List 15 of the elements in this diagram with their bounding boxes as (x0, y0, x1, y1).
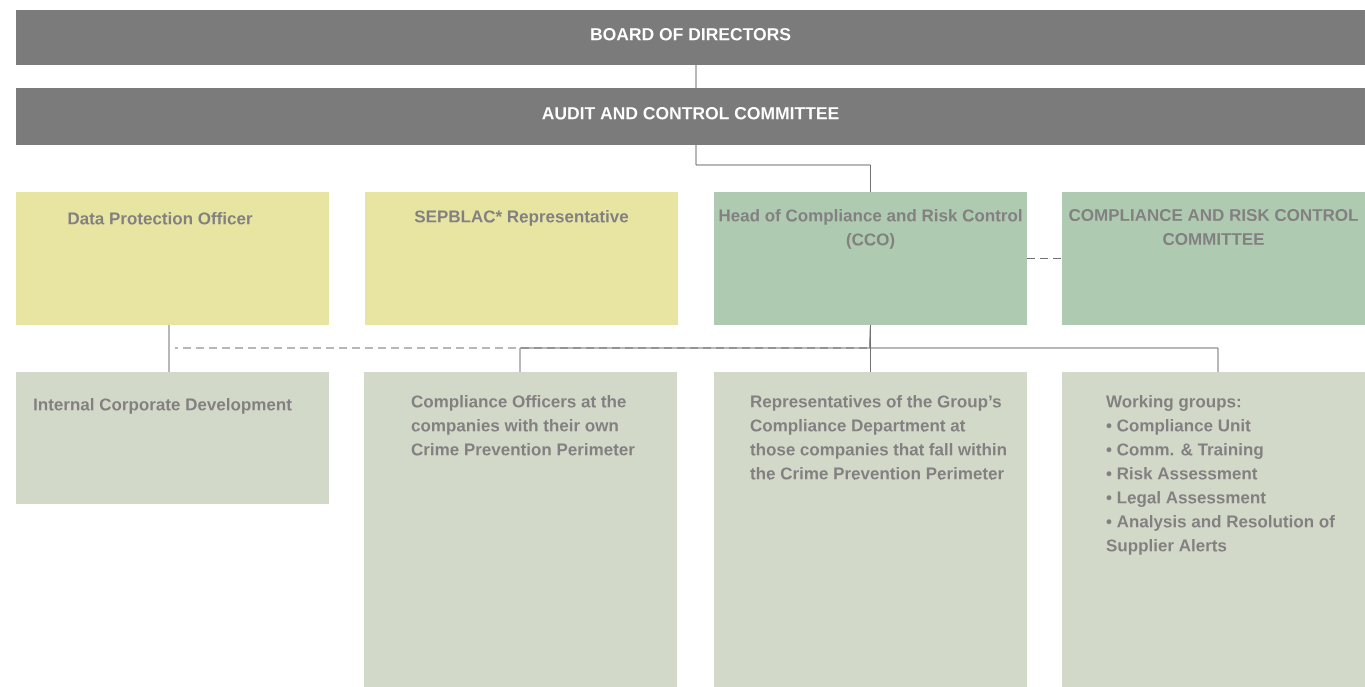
header-bar: AUDIT AND CONTROL COMMITTEE (16, 88, 1365, 145)
unit-box: Working groups: • Compliance Unit • Comm. & Training • Risk Assessment • Legal Assessment • Analysis and Resolution of Supplier Alerts (1062, 372, 1365, 687)
role-box: SEPBLAC* Representative (365, 192, 678, 325)
connector-line (1026, 258, 1063, 259)
unit-box: Compliance Officers at the companies with their own Crime Prevention Perimeter (364, 372, 677, 687)
header-bar: BOARD OF DIRECTORS (16, 10, 1365, 65)
role-box: Data Protection Officer (16, 192, 329, 325)
unit-box: Representatives of the Group’s Compliance Department at those companies that fall within the Crime Prevention Perimeter (714, 372, 1027, 687)
connector-line (695, 144, 871, 193)
connector-line (174, 324, 871, 349)
role-box: Head of Compliance and Risk Control (CCO) (714, 192, 1027, 325)
unit-box: Internal Corporate Development (16, 372, 329, 504)
connector-line (695, 64, 697, 89)
committee-box: COMPLIANCE AND RISK CONTROL COMMITTEE (1062, 192, 1365, 325)
connector-line (168, 324, 170, 373)
